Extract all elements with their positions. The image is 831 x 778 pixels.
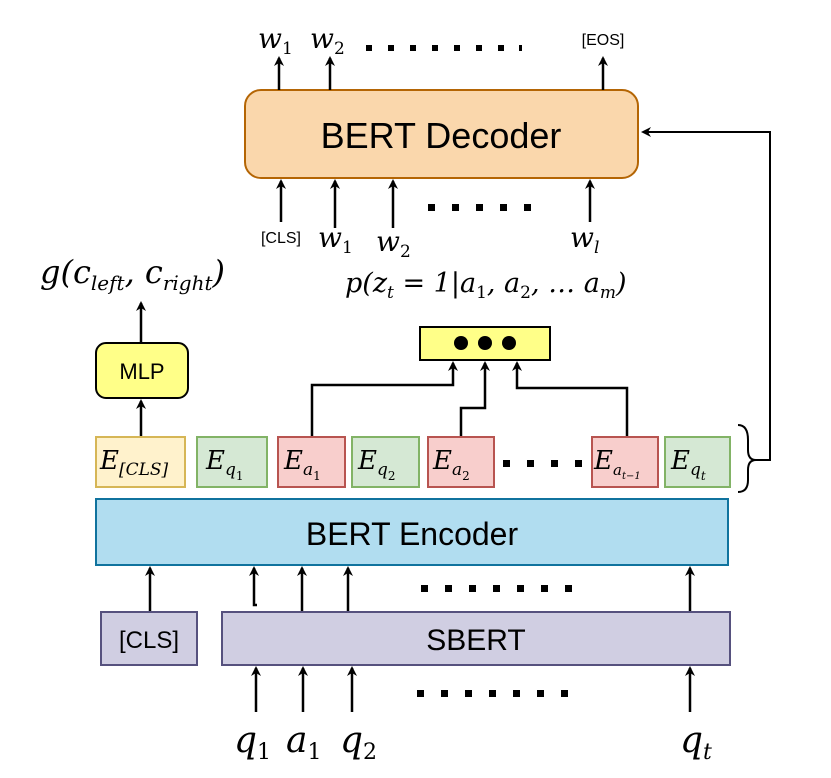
embedding-q1 (196, 436, 268, 488)
decoder-output-arrows (274, 56, 608, 90)
cls-token-label: [CLS] (119, 627, 179, 654)
mlp-label: MLP (119, 359, 164, 384)
probability-label: p(zt = 1|a1, a2, … am) (345, 268, 627, 303)
embedding-cls (95, 436, 186, 488)
mlp-box (95, 342, 189, 399)
embedding-bracket (737, 424, 757, 493)
svg-text:Eat−1: Eat−1 (593, 446, 641, 482)
decoder-input-arrows (276, 179, 595, 228)
g-function-label: g(cleft, cright) (40, 253, 225, 295)
svg-text:Eq1: Eq1 (205, 446, 244, 483)
aggregation-ellipsis-icon (454, 336, 516, 350)
decoder-input-w1: w1 (318, 221, 353, 258)
bert-decoder-label: BERT Decoder (321, 115, 562, 156)
sbert-input-arrows (251, 666, 695, 712)
svg-text:Eq2: Eq2 (357, 446, 396, 483)
decoder-output-eos: [EOS] (582, 32, 625, 49)
input-q2: q2 (340, 720, 377, 765)
input-qt: qt (680, 720, 712, 765)
encoder-input-arrows (145, 566, 695, 612)
svg-text:E[CLS]: E[CLS] (99, 446, 169, 480)
feedback-arrow (641, 127, 771, 461)
decoder-input-w2: w2 (376, 225, 411, 262)
bert-encoder-box (95, 498, 729, 566)
decoder-output-w1: w1 (258, 22, 293, 59)
embedding-at-1 (591, 436, 659, 488)
decoder-input-wl: wl (570, 221, 599, 258)
embedding-a1 (277, 436, 346, 488)
cls-token-box (100, 611, 198, 666)
embedding-qt (664, 436, 731, 488)
encoder-input-ellipsis (421, 585, 572, 592)
embedding-row: E[CLS] Eq1 Ea1 Eq2 Ea2 Eat−1 Eqt (95, 436, 731, 488)
sbert-input-ellipsis (417, 690, 568, 697)
svg-text:Eqt: Eqt (670, 446, 706, 483)
bert-encoder-label: BERT Encoder (306, 516, 519, 552)
svg-text:Ea1: Ea1 (283, 446, 321, 483)
embedding-a2 (427, 436, 495, 488)
bert-decoder-box (244, 89, 639, 179)
decoder-output-w2: w2 (310, 22, 345, 59)
attention-arrows (310, 361, 629, 437)
decoder-output-ellipsis (366, 45, 522, 51)
sbert-box (221, 611, 731, 666)
input-a1: a1 (286, 720, 321, 765)
embedding-ellipsis (503, 460, 582, 467)
sbert-label: SBERT (426, 624, 525, 657)
input-q1: q1 (234, 720, 271, 765)
decoder-input-ellipsis (428, 204, 531, 211)
decoder-input-cls: [CLS] (261, 230, 301, 247)
svg-text:Ea2: Ea2 (432, 446, 470, 483)
embedding-q2 (351, 436, 420, 488)
